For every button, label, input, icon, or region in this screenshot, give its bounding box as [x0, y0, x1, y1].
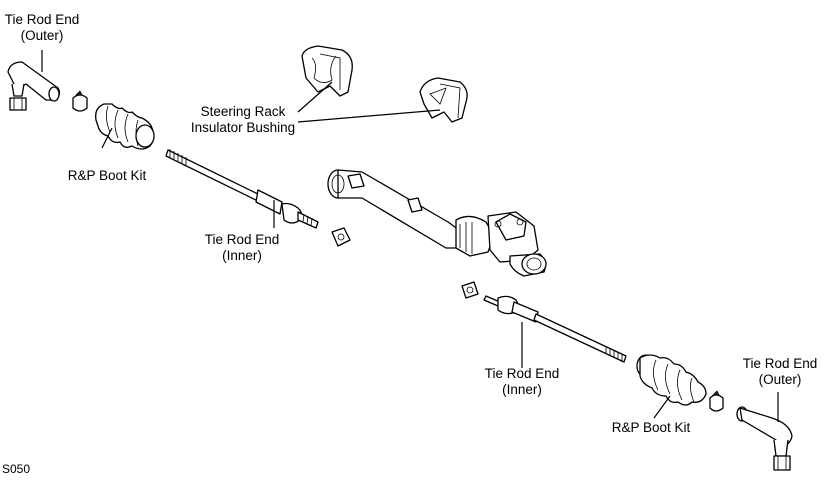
label-line: Tie Rod End [484, 366, 560, 381]
boot-clamp-left [72, 90, 88, 112]
outer-tie-rod-end-left [7, 61, 61, 111]
rp-boot-right [636, 354, 707, 406]
inner-tie-rod-left [165, 149, 319, 229]
label-rp-boot-kit-left: R&P Boot Kit [60, 168, 154, 184]
inner-tie-rod-right [483, 295, 627, 363]
label-line: (Inner) [502, 382, 542, 397]
label-line: (Outer) [758, 372, 802, 387]
boot-clamp-right [709, 390, 724, 412]
label-steering-rack-insulator-bushing: Steering Rack Insulator Bushing [186, 104, 300, 136]
label-tie-rod-end-outer-right: Tie Rod End (Outer) [738, 356, 822, 388]
label-rp-boot-kit-right: R&P Boot Kit [608, 420, 694, 436]
label-line: Tie Rod End [204, 232, 280, 247]
label-tie-rod-end-inner-right: Tie Rod End (Inner) [480, 366, 564, 398]
label-line: Tie Rod End [4, 12, 80, 27]
label-tie-rod-end-outer-left: Tie Rod End (Outer) [0, 12, 84, 44]
insulator-bushing-lower [419, 77, 468, 123]
figure-code: S050 [2, 462, 31, 476]
label-line: R&P Boot Kit [611, 420, 691, 435]
lock-plate-left [331, 227, 351, 247]
label-line: Tie Rod End [742, 356, 818, 371]
label-tie-rod-end-inner-left: Tie Rod End (Inner) [202, 232, 282, 264]
label-line: (Inner) [222, 248, 262, 263]
label-line: R&P Boot Kit [67, 168, 147, 183]
steering-rack-housing [327, 169, 547, 277]
lock-plate-right [461, 281, 479, 299]
label-line: (Outer) [20, 28, 64, 43]
insulator-bushing-upper [301, 45, 353, 97]
rp-boot-left [95, 103, 155, 150]
outer-tie-rod-end-right [736, 406, 793, 471]
label-line: Steering Rack [200, 104, 286, 119]
leader-lines [41, 50, 779, 422]
label-line: Insulator Bushing [190, 120, 296, 135]
